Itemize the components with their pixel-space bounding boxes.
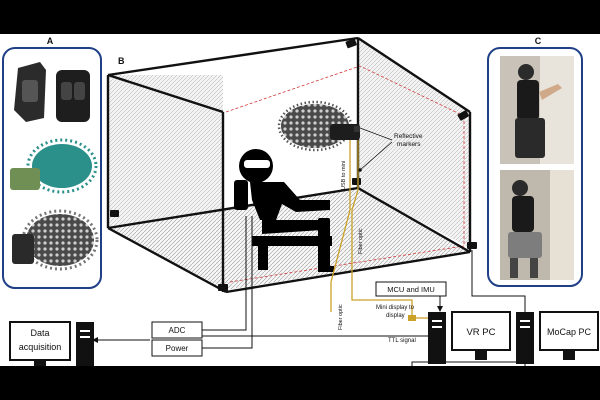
participant-photo-bottom bbox=[500, 170, 574, 280]
red-boundary-top bbox=[225, 65, 465, 117]
vr-pc-label: VR PC bbox=[466, 327, 495, 338]
mocap-pc-label: MoCap PC bbox=[547, 327, 592, 337]
vr-pc-tower bbox=[428, 312, 446, 364]
camera-to-mocap-line bbox=[471, 250, 526, 312]
right-mesh-wall bbox=[358, 38, 470, 248]
marker-helmet bbox=[277, 100, 360, 152]
reflective-markers-label-line2: markers bbox=[397, 141, 421, 148]
usb-fiber-cable bbox=[351, 140, 413, 320]
reflective-markers-label: Reflective bbox=[394, 133, 423, 140]
marker-helmet-image bbox=[12, 209, 99, 271]
connector-icon bbox=[408, 315, 416, 321]
usb-to-mini-label: USB to mini bbox=[341, 161, 347, 190]
camera-icon bbox=[110, 210, 119, 217]
fiber-optic-vertical-label: Fiber optic bbox=[358, 228, 364, 254]
fiber-optic-cable bbox=[330, 140, 351, 312]
panel-a-label: A bbox=[47, 36, 54, 46]
panel-b: B bbox=[106, 36, 477, 330]
power-label: Power bbox=[166, 344, 189, 353]
mocap-cameras bbox=[110, 38, 477, 291]
camera-icon bbox=[345, 38, 357, 49]
fiber-optic-lower-label: Fiber optic bbox=[338, 304, 344, 330]
room-frame bbox=[106, 36, 472, 294]
camera-icon bbox=[457, 110, 469, 121]
mcu-imu-label: MCU and IMU bbox=[387, 285, 435, 294]
hardware-chain: Data acquisition ADC Power MCU and IMU M… bbox=[9, 216, 599, 366]
panel-c: C bbox=[487, 36, 583, 287]
mini-display-label: Mini display to bbox=[376, 305, 415, 311]
mini-display-label-line2: display bbox=[386, 313, 405, 319]
camera-icon bbox=[352, 178, 361, 185]
mcu-imu-box bbox=[375, 281, 447, 297]
mocap-pc-tower bbox=[516, 312, 534, 364]
panel-b-label: B bbox=[118, 56, 125, 66]
panel-c-label: C bbox=[535, 36, 542, 46]
data-acquisition-monitor bbox=[9, 321, 71, 361]
participant-photo-top bbox=[500, 56, 574, 164]
camera-icon bbox=[218, 284, 228, 291]
green-marker-mount-image bbox=[10, 138, 98, 194]
data-acquisition-tower bbox=[76, 322, 94, 366]
ttl-signal-label: TTL signal bbox=[388, 338, 416, 344]
adc-label: ADC bbox=[169, 326, 186, 335]
goggle-device-image bbox=[14, 62, 90, 122]
vr-pc-monitor bbox=[451, 311, 511, 351]
camera-icon bbox=[467, 242, 477, 249]
data-acquisition-label-line2: acquisition bbox=[19, 342, 62, 352]
red-boundary-bottom bbox=[229, 245, 465, 283]
data-acquisition-label: Data bbox=[30, 328, 49, 338]
seated-person-silhouette bbox=[234, 149, 334, 272]
sensor-to-adc-line bbox=[202, 216, 247, 331]
panel-a: A bbox=[2, 36, 102, 289]
